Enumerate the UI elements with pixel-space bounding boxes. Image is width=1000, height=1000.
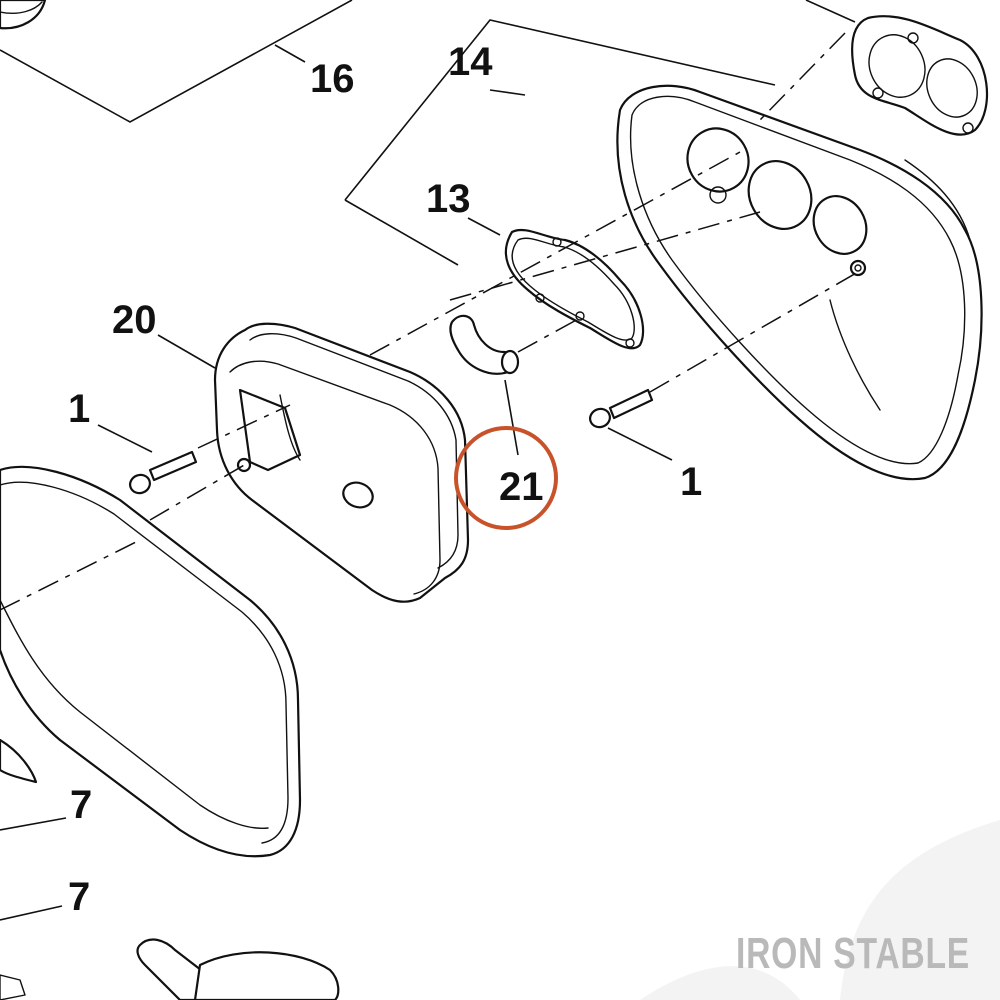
callout-16: 16 bbox=[310, 57, 355, 101]
part-bottom-fitting bbox=[0, 938, 340, 1000]
part-14-backplate bbox=[616, 84, 983, 481]
part-cover bbox=[0, 465, 302, 858]
part-1-bolt-right bbox=[589, 388, 654, 429]
callout-21: 21 bbox=[499, 465, 544, 509]
callout-14: 14 bbox=[448, 40, 493, 84]
callout-1-left: 1 bbox=[68, 387, 90, 431]
watermark-text: IRON STABLE bbox=[736, 929, 970, 978]
leader-lines bbox=[0, 0, 856, 921]
callout-7-lower: 7 bbox=[68, 875, 90, 919]
callout-1-right: 1 bbox=[680, 460, 702, 504]
highlight-circle bbox=[454, 426, 558, 530]
part-13-gasket bbox=[504, 228, 645, 350]
callout-13: 13 bbox=[426, 177, 471, 221]
part-20-filter bbox=[213, 322, 470, 603]
watermark-swoosh bbox=[840, 820, 1000, 1000]
watermark-swoosh-2 bbox=[640, 966, 800, 1000]
part-16-body bbox=[0, 0, 47, 30]
part-1-bolt-left bbox=[129, 450, 198, 495]
callout-7-upper: 7 bbox=[70, 783, 92, 827]
part-15-gasket bbox=[851, 15, 989, 136]
part-7-bracket-upper bbox=[0, 738, 38, 784]
center-axes bbox=[0, 32, 859, 611]
callout-20: 20 bbox=[112, 298, 157, 342]
callout-15-partial: 15 bbox=[776, 0, 821, 5]
part-21-hose bbox=[449, 314, 520, 375]
